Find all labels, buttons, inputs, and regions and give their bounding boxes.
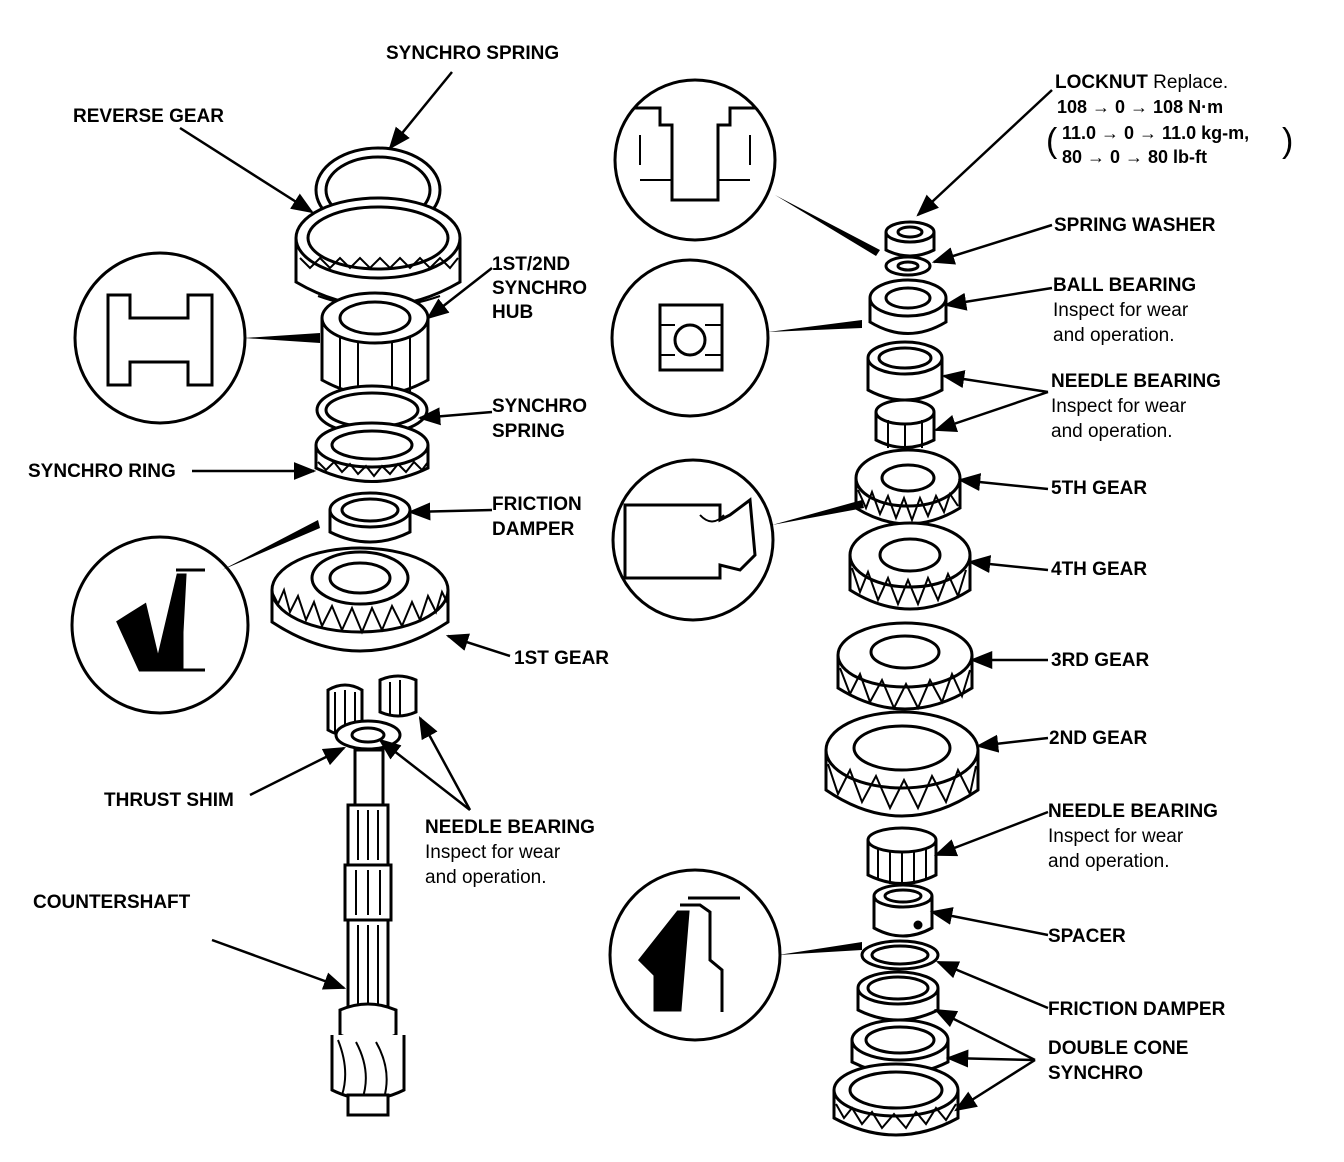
label-friction-damper-right: FRICTION DAMPER xyxy=(1048,999,1226,1020)
damper-profile-inset xyxy=(70,520,320,715)
needle-bearing-profile-inset xyxy=(611,458,864,622)
second-gear-part xyxy=(824,710,980,818)
label-thrust-shim: THRUST SHIM xyxy=(104,790,234,811)
left-leaders xyxy=(179,71,511,990)
left-assembly xyxy=(70,146,462,1117)
right-assembly xyxy=(608,78,980,1137)
label-needle-bearing-right-bottom-note2: and operation. xyxy=(1048,851,1170,872)
label-locknut-torque-1: 108 → 0 → 108 N·m xyxy=(1057,97,1224,117)
first-gear-part xyxy=(270,546,450,653)
label-synchro-hub-line3: HUB xyxy=(492,302,534,323)
label-needle-bearing-right-top-note2: and operation. xyxy=(1051,421,1173,442)
label-synchro-spring-top: SYNCHRO SPRING xyxy=(386,43,560,64)
thrust-shim-part xyxy=(334,719,402,751)
spacer-part xyxy=(872,883,934,938)
paren-open: ( xyxy=(1046,122,1058,160)
reverse-gear-part xyxy=(294,196,462,308)
ball-bearing-part xyxy=(868,278,948,335)
spring-washer-part xyxy=(884,255,932,277)
label-double-cone-synchro-line2: SYNCHRO xyxy=(1048,1063,1144,1084)
damper-profile-inset-right xyxy=(608,868,862,1042)
label-second-gear: 2ND GEAR xyxy=(1049,728,1148,749)
label-spacer: SPACER xyxy=(1048,926,1126,947)
label-countershaft: COUNTERSHAFT xyxy=(33,892,191,913)
label-spring-washer: SPRING WASHER xyxy=(1054,215,1216,236)
friction-damper-right-part xyxy=(860,939,940,971)
label-locknut-torque-3: 80 → 0 → 80 lb-ft xyxy=(1062,147,1208,167)
label-fifth-gear: 5TH GEAR xyxy=(1051,478,1148,499)
ball-bearing-profile-inset xyxy=(610,258,862,418)
label-synchro-spring-mid-line2: SPRING xyxy=(492,421,565,442)
label-friction-damper-left-line2: DAMPER xyxy=(492,519,575,540)
label-reverse-gear: REVERSE GEAR xyxy=(73,106,224,127)
label-synchro-hub-line1: 1ST/2ND xyxy=(492,254,571,275)
label-needle-bearing-right-top-note1: Inspect for wear xyxy=(1051,396,1187,417)
hub-profile-inset xyxy=(73,251,320,425)
fourth-gear-part xyxy=(848,521,972,611)
label-third-gear: 3RD GEAR xyxy=(1051,650,1150,671)
label-locknut-torque-2: 11.0 → 0 → 11.0 kg-m, xyxy=(1062,123,1250,143)
label-synchro-ring: SYNCHRO RING xyxy=(28,461,176,482)
label-needle-bearing-left-note2: and operation. xyxy=(425,867,547,888)
label-fourth-gear: 4TH GEAR xyxy=(1051,559,1148,580)
right-leaders xyxy=(916,89,1053,1112)
synchro-ring-part xyxy=(314,421,430,483)
label-locknut-title: LOCKNUT xyxy=(1055,72,1148,93)
needle-bearing-bottom-part xyxy=(866,826,938,886)
double-cone-synchro-part xyxy=(832,970,960,1137)
locknut-part xyxy=(884,220,936,258)
label-synchro-spring-mid-line1: SYNCHRO xyxy=(492,396,588,417)
locknut-profile-inset xyxy=(613,78,880,256)
label-needle-bearing-right-top-title: NEEDLE BEARING xyxy=(1051,371,1221,392)
countershaft-part xyxy=(330,748,406,1117)
synchro-spring-mid-part xyxy=(315,384,429,436)
label-needle-bearing-right-bottom-title: NEEDLE BEARING xyxy=(1048,801,1218,822)
label-ball-bearing-note2: and operation. xyxy=(1053,325,1175,346)
label-locknut-suffix: Replace. xyxy=(1147,72,1229,93)
third-gear-part xyxy=(836,621,974,711)
label-ball-bearing-note1: Inspect for wear xyxy=(1053,300,1189,321)
label-synchro-hub-line2: SYNCHRO xyxy=(492,278,588,299)
label-ball-bearing-title: BALL BEARING xyxy=(1053,275,1197,296)
fifth-gear-part xyxy=(854,448,962,526)
label-friction-damper-left-line1: FRICTION xyxy=(492,494,582,515)
needle-bearing-top-part xyxy=(866,340,944,452)
paren-close: ) xyxy=(1282,122,1294,160)
friction-damper-part xyxy=(328,491,412,544)
label-first-gear: 1ST GEAR xyxy=(514,648,610,669)
label-needle-bearing-left-title: NEEDLE BEARING xyxy=(425,817,595,838)
label-needle-bearing-right-bottom-note1: Inspect for wear xyxy=(1048,826,1184,847)
synchro-hub-part xyxy=(320,291,430,402)
label-needle-bearing-left-note1: Inspect for wear xyxy=(425,842,561,863)
label-locknut-title-row: LOCKNUT Replace. xyxy=(1055,70,1228,95)
label-double-cone-synchro-line1: DOUBLE CONE xyxy=(1048,1038,1189,1059)
